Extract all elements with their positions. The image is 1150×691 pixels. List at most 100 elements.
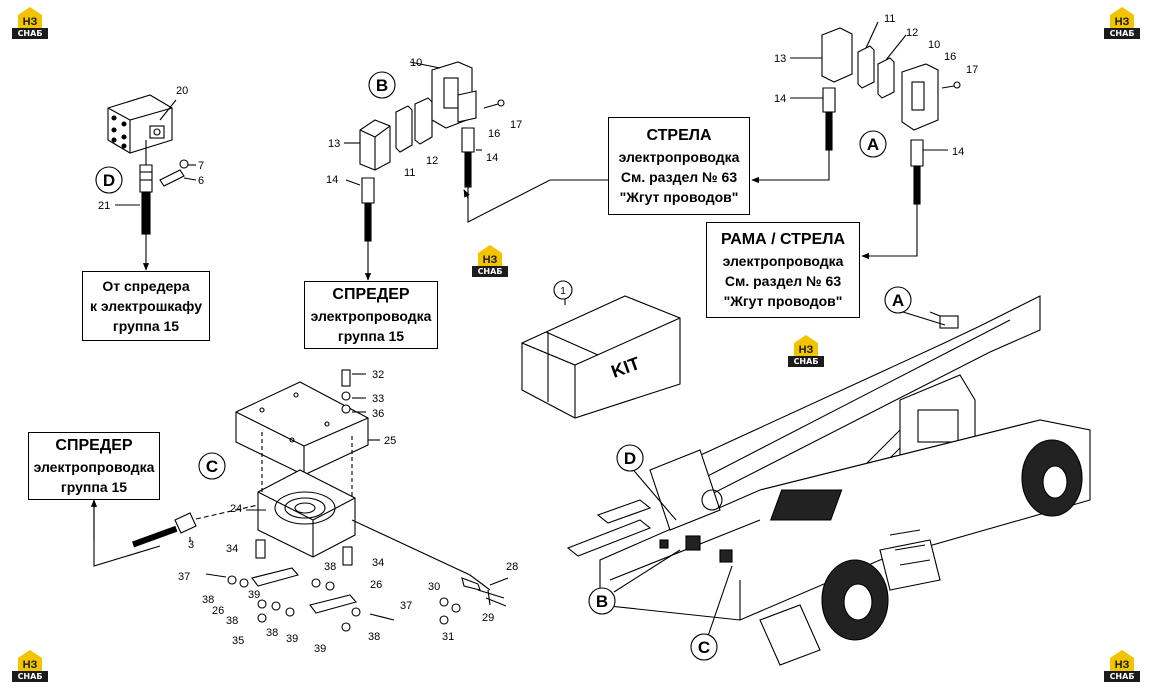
- box-sl-line3: группа 15: [60, 479, 128, 495]
- watermark-logo-top-left: НЗ СНАБ: [12, 5, 48, 39]
- watermark-logo-machine: НЗ СНАБ: [788, 333, 824, 367]
- part-29: 29: [482, 612, 494, 624]
- cable-3: [90, 499, 491, 591]
- part-17-a: 17: [966, 64, 978, 76]
- box-spreader-left: СПРЕДЕР электропроводка группа 15: [28, 432, 160, 500]
- part-38-c: 38: [266, 627, 278, 639]
- box-sl-line1: СПРЕДЕР: [55, 437, 133, 454]
- callout-c-machine: C: [698, 638, 710, 657]
- callout-circle-a-machine: [884, 286, 912, 314]
- part-38-a: 38: [202, 594, 214, 606]
- svg-text:НЗ: НЗ: [1115, 16, 1130, 28]
- part-12-b: 12: [426, 155, 438, 167]
- kit-box-1: [521, 295, 681, 419]
- box-spreader-to-cabinet: От спредера к электрошкафу группа 15: [82, 271, 210, 341]
- part-36: 36: [372, 408, 384, 420]
- part-3: 3: [188, 539, 194, 551]
- part-10-b: 10: [410, 57, 422, 69]
- callout-c: C: [206, 457, 218, 476]
- box-rama-strela: РАМА / СТРЕЛА электропроводка См. раздел…: [706, 222, 860, 318]
- svg-text:НЗ: НЗ: [483, 254, 498, 266]
- watermark-logo-bottom-left: НЗ СНАБ: [12, 648, 48, 682]
- watermark-logo-bottom-right: НЗ СНАБ: [1104, 648, 1140, 682]
- part-7: 7: [198, 160, 204, 172]
- junction-box-20: [107, 94, 177, 154]
- part-11-b: 11: [404, 167, 415, 179]
- part-13-a: 13: [774, 53, 786, 65]
- cable-21: [115, 140, 153, 271]
- watermark-logo-top-right: НЗ СНАБ: [1104, 5, 1140, 39]
- box-rama-line4: "Жгут проводов": [723, 293, 843, 309]
- part-14-a2: 14: [952, 146, 964, 158]
- part-39-c: 39: [314, 643, 326, 655]
- part-37-a: 37: [178, 571, 190, 583]
- reach-stacker-illustration: [566, 295, 1091, 666]
- box-rama-line3: См. раздел № 63: [724, 273, 842, 289]
- box-stc-line2: к электрошкафу: [89, 298, 203, 314]
- part-25: 25: [384, 435, 396, 447]
- part-28: 28: [506, 561, 518, 573]
- part-35: 35: [232, 635, 244, 647]
- part-14-a: 14: [774, 93, 786, 105]
- part-34-a: 34: [226, 543, 238, 555]
- callout-circle-kit: [553, 280, 573, 300]
- part-24: 24: [230, 503, 242, 515]
- part-14-b: 14: [326, 174, 338, 186]
- kit-number: 1: [560, 286, 566, 297]
- box-rama-line2: электропроводка: [722, 253, 844, 269]
- part-38-d: 38: [324, 561, 336, 573]
- callout-circle-b: [368, 71, 396, 99]
- hardware-c: [205, 369, 509, 632]
- svg-text:НЗ: НЗ: [1115, 659, 1130, 671]
- watermark-logo-center: НЗ СНАБ: [472, 243, 508, 277]
- part-16-a: 16: [944, 51, 956, 63]
- part-33: 33: [372, 393, 384, 405]
- callout-circle-c: [198, 452, 226, 480]
- box-strela: СТРЕЛА электропроводка См. раздел № 63 "…: [608, 117, 750, 215]
- part-30: 30: [428, 581, 440, 593]
- box-strela-line4: "Жгут проводов": [619, 189, 739, 205]
- part-21: 21: [98, 200, 110, 212]
- mounting-plate-25: [235, 381, 380, 476]
- part-17-b: 17: [510, 119, 522, 131]
- part-numbers: 20 7 6 21 10 13 11 12 14 16 17 14 11 12 …: [98, 13, 978, 655]
- connector-group-b: [344, 61, 612, 281]
- callout-circle-c-machine: [690, 633, 718, 661]
- part-38-e: 38: [368, 631, 380, 643]
- box-sm-line3: группа 15: [337, 328, 405, 344]
- part-10-a: 10: [928, 39, 940, 51]
- svg-text:НЗ: НЗ: [799, 344, 814, 356]
- callout-circle-d: [95, 166, 123, 194]
- callout-circle-a: [859, 130, 887, 158]
- box-strela-line2: электропроводка: [618, 149, 740, 165]
- box-rama-line1: РАМА / СТРЕЛА: [720, 231, 846, 248]
- part-13-b: 13: [328, 138, 340, 150]
- box-stc-line3: группа 15: [112, 318, 180, 334]
- callout-circle-d-machine: [616, 444, 644, 472]
- svg-text:НЗ: НЗ: [23, 16, 38, 28]
- box-spreader-mid: СПРЕДЕР электропроводка группа 15: [304, 281, 438, 349]
- part-20: 20: [176, 85, 188, 97]
- box-stc-line1: От спредера: [102, 278, 190, 294]
- callout-circle-b-machine: [588, 587, 616, 615]
- part-34-b: 34: [372, 557, 384, 569]
- callout-b: B: [376, 76, 388, 95]
- box-sm-line1: СПРЕДЕР: [332, 286, 410, 303]
- part-39-a: 39: [248, 589, 260, 601]
- callout-a-machine: A: [892, 291, 904, 310]
- part-26-b: 26: [370, 579, 382, 591]
- rotator-24: [246, 432, 356, 558]
- part-31: 31: [442, 631, 454, 643]
- callout-d: D: [103, 171, 115, 190]
- part-38-b: 38: [226, 615, 238, 627]
- part-11-a: 11: [884, 13, 895, 25]
- part-26-a: 26: [212, 605, 224, 617]
- part-32: 32: [372, 369, 384, 381]
- callout-b-machine: B: [596, 592, 608, 611]
- box-sl-line2: электропроводка: [33, 459, 155, 475]
- part-16-b: 16: [488, 128, 500, 140]
- callout-d-machine: D: [624, 449, 636, 468]
- box-sm-line2: электропроводка: [310, 308, 432, 324]
- box-strela-line3: См. раздел № 63: [620, 169, 738, 185]
